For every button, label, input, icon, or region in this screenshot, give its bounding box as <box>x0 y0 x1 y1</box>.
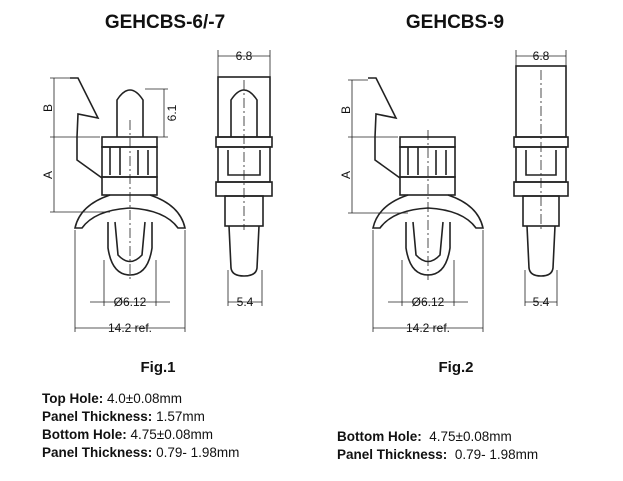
spec-label: Top Hole: <box>42 391 104 406</box>
fig2-side-view: 6.8 5.4 <box>513 49 569 309</box>
spec-line: Panel Thickness: 0.79- 1.98mm <box>42 444 239 462</box>
fig2-front-view: B A Ø6.12 14.2 ref. <box>339 77 484 335</box>
spec-value: 0.79- 1.98mm <box>156 445 240 460</box>
spec-value: 4.75±0.08mm <box>429 429 512 444</box>
spec-value: 0.79- 1.98mm <box>454 447 539 462</box>
fig1-dim-width-top: 6.8 <box>236 49 253 63</box>
spec-label: Bottom Hole: <box>337 429 422 444</box>
fig1-side-view: 6.8 5.4 <box>215 49 273 309</box>
spec-value: 4.0±0.08mm <box>107 391 182 406</box>
fig1-dim-width-bottom: 5.4 <box>237 295 254 309</box>
fig2-dim-a: A <box>339 171 353 179</box>
fig2-dim-diameter: Ø6.12 <box>412 295 445 309</box>
fig1-specs: Top Hole: 4.0±0.08mm Panel Thickness: 1.… <box>42 390 239 462</box>
fig2-dim-width-bottom: 5.4 <box>533 295 550 309</box>
fig2-dim-span: 14.2 ref. <box>406 321 450 335</box>
spec-line: Bottom Hole: 4.75±0.08mm <box>42 426 239 444</box>
spec-label: Panel Thickness: <box>42 445 153 460</box>
fig2-caption: Fig.2 <box>438 359 473 376</box>
fig1-dim-diameter: Ø6.12 <box>114 295 147 309</box>
fig1-caption: Fig.1 <box>140 359 175 376</box>
spec-line: Top Hole: 4.0±0.08mm <box>42 390 239 408</box>
spec-label: Panel Thickness: <box>42 409 153 424</box>
spec-value: 4.75±0.08mm <box>130 427 213 442</box>
fig1-dim-dome: 6.1 <box>165 104 179 121</box>
spec-line: Bottom Hole: 4.75±0.08mm <box>337 428 538 446</box>
spec-line: Panel Thickness: 0.79- 1.98mm <box>337 446 538 464</box>
fig1-dim-span: 14.2 ref. <box>108 321 152 335</box>
fig2-title: GEHCBS-9 <box>406 12 504 33</box>
fig1-title: GEHCBS-6/-7 <box>105 12 225 33</box>
spec-label: Panel Thickness: <box>337 447 448 462</box>
spec-value: 1.57mm <box>156 409 205 424</box>
fig1-dim-b: B <box>41 104 55 112</box>
fig2-specs: Bottom Hole: 4.75±0.08mm Panel Thickness… <box>337 428 538 464</box>
fig1-front-view: B A 6.1 Ø6.12 14.2 ref. <box>41 77 186 335</box>
spec-line: Panel Thickness: 1.57mm <box>42 408 239 426</box>
fig1-dim-a: A <box>41 171 55 179</box>
fig2-dim-width-top: 6.8 <box>533 49 550 63</box>
spec-label: Bottom Hole: <box>42 427 127 442</box>
fig2-dim-b: B <box>339 106 353 114</box>
